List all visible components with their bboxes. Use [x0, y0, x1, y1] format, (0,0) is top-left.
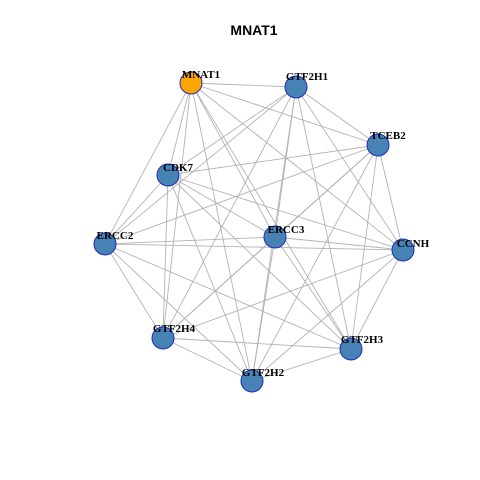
- edge-mnat1-tceb2: [190, 82, 379, 146]
- edge-cdk7-ccnh: [167, 174, 404, 251]
- edge-gtf2h1-ccnh: [295, 86, 404, 251]
- edge-cdk7-gtf2h3: [167, 174, 352, 350]
- edge-mnat1-gtf2h3: [190, 82, 352, 350]
- node-gtf2h2: [240, 369, 264, 393]
- node-gtf2h4: [151, 326, 175, 350]
- edge-tceb2-ccnh: [377, 144, 404, 251]
- edge-ercc2-ercc3: [104, 236, 276, 245]
- node-layer: [93, 71, 415, 393]
- edge-ercc3-gtf2h2: [251, 236, 276, 382]
- edge-ercc3-gtf2h4: [162, 236, 276, 339]
- node-gtf2h3: [339, 337, 363, 361]
- edge-gtf2h4-gtf2h2: [162, 337, 253, 382]
- edge-ercc2-gtf2h4: [104, 243, 164, 339]
- edge-tceb2-cdk7: [167, 144, 379, 176]
- edge-ccnh-gtf2h2: [251, 249, 404, 382]
- edge-tceb2-ercc2: [104, 144, 379, 245]
- edge-ercc2-gtf2h2: [104, 243, 253, 382]
- edge-ccnh-gtf2h3: [350, 249, 404, 350]
- edge-cdk7-ercc2: [104, 174, 169, 245]
- node-label-gtf2h4: GTF2H4: [153, 323, 196, 335]
- edge-gtf2h1-gtf2h3: [295, 86, 352, 350]
- node-ercc2: [93, 232, 117, 256]
- edge-gtf2h1-gtf2h4: [162, 86, 297, 339]
- node-gtf2h1: [284, 75, 308, 99]
- edge-gtf2h3-gtf2h2: [251, 348, 352, 382]
- node-label-ccnh: CCNH: [397, 238, 430, 250]
- node-label-gtf2h1: GTF2H1: [286, 71, 328, 83]
- edge-mnat1-gtf2h2: [190, 82, 253, 382]
- node-tceb2: [366, 133, 390, 157]
- node-label-gtf2h3: GTF2H3: [341, 334, 384, 346]
- edge-tceb2-gtf2h3: [350, 144, 379, 350]
- node-ercc3: [263, 225, 287, 249]
- node-label-ercc2: ERCC2: [97, 230, 134, 242]
- node-label-tceb2: TCEB2: [370, 130, 406, 142]
- edge-mnat1-gtf2h1: [190, 82, 297, 88]
- edge-mnat1-gtf2h4: [162, 82, 192, 339]
- edge-gtf2h1-cdk7: [167, 86, 297, 176]
- edge-gtf2h1-ercc2: [104, 86, 297, 245]
- edge-mnat1-ercc2: [104, 82, 192, 245]
- plot-title: MNAT1: [230, 22, 277, 38]
- edge-ercc3-gtf2h3: [274, 236, 352, 350]
- node-cdk7: [156, 163, 180, 187]
- edge-mnat1-cdk7: [167, 82, 192, 176]
- node-label-cdk7: CDK7: [163, 162, 193, 174]
- edge-gtf2h4-gtf2h3: [162, 337, 352, 350]
- edge-ercc2-gtf2h3: [104, 243, 352, 350]
- edge-ccnh-gtf2h4: [162, 249, 404, 339]
- node-label-mnat1: MNAT1: [182, 69, 220, 81]
- edge-cdk7-ercc3: [167, 174, 276, 238]
- edge-cdk7-gtf2h4: [162, 174, 169, 339]
- edge-gtf2h1-tceb2: [295, 86, 379, 146]
- node-label-ercc3: ERCC3: [268, 224, 305, 236]
- edge-ercc3-ccnh: [274, 236, 404, 251]
- edge-ercc2-ccnh: [104, 243, 404, 251]
- edge-mnat1-ercc3: [190, 82, 276, 238]
- edge-tceb2-gtf2h2: [251, 144, 379, 382]
- node-label-gtf2h2: GTF2H2: [242, 367, 285, 379]
- node-mnat1: [179, 71, 203, 95]
- node-ccnh: [391, 238, 415, 262]
- edge-cdk7-gtf2h2: [167, 174, 253, 382]
